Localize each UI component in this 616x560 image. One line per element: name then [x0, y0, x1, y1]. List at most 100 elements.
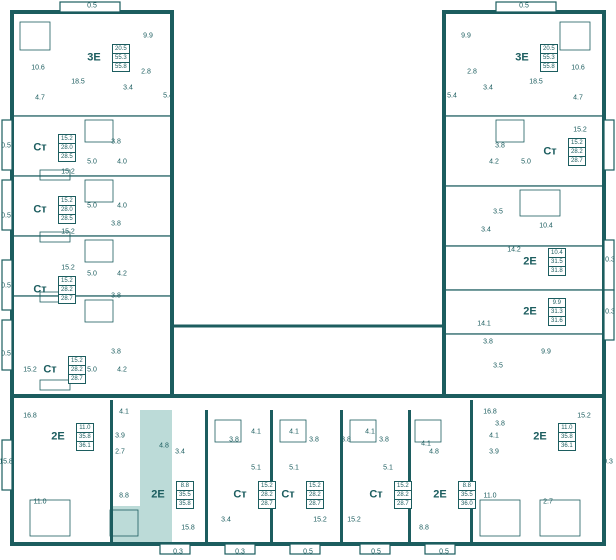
unit-type-label: 2Е [151, 488, 165, 501]
unit-area-value: 15.2 [61, 278, 73, 284]
room-area-label: 11.0 [483, 492, 497, 500]
room-area-label: 5.0 [87, 270, 97, 278]
unit-area-value: 55.3 [541, 53, 557, 61]
room-area-label: 4.8 [159, 442, 169, 450]
unit-area-value: 28.0 [59, 143, 75, 151]
unit-area-value: 55.8 [541, 62, 557, 70]
room-area-label: 4.1 [289, 428, 299, 436]
room-area-label: 3.8 [379, 436, 389, 444]
unit-type-label: 2Е [523, 255, 537, 268]
unit-area-value: 28.7 [569, 156, 585, 164]
room-area-label: 5.1 [251, 464, 261, 472]
room-area-label: 3.4 [483, 84, 493, 92]
room-area-label: 3.9 [115, 432, 125, 440]
room-area-label: 0.5 [303, 548, 313, 556]
room-area-label: 0.5 [1, 282, 11, 290]
room-area-label: 3.5 [493, 362, 503, 370]
room-area-label: 15.2 [61, 264, 75, 272]
unit-area-value: 15.2 [261, 483, 273, 489]
room-area-label: 15.2 [347, 516, 361, 524]
room-area-label: 5.0 [87, 366, 97, 374]
unit-type-label: 2Е [51, 430, 65, 443]
unit-area-value: 15.2 [61, 136, 73, 142]
room-area-label: 0.5 [439, 548, 449, 556]
room-area-label: 0.3 [235, 548, 245, 556]
room-area-label: 0.3 [605, 256, 615, 264]
room-area-label: 18.5 [71, 78, 85, 86]
unit-area-value: 10.4 [551, 250, 563, 256]
room-area-label: 5.0 [87, 202, 97, 210]
furniture [19, 21, 591, 537]
unit-area-value: 36.1 [77, 441, 93, 449]
room-area-label: 10.4 [539, 222, 553, 230]
unit-type-label: 2Е [523, 305, 537, 318]
room-area-label: 15.8 [181, 524, 195, 532]
room-area-label: 15.2 [313, 516, 327, 524]
room-area-label: 4.2 [117, 270, 127, 278]
room-area-label: 3.8 [229, 436, 239, 444]
room-area-label: 4.8 [429, 448, 439, 456]
room-area-label: 3.8 [495, 420, 505, 428]
unit-area-value: 55.8 [113, 62, 129, 70]
unit-type-label: 3Е [87, 51, 101, 64]
room-area-label: 4.1 [421, 440, 431, 448]
unit-type-label: Ст [33, 203, 47, 216]
unit-area-value: 28.2 [569, 147, 585, 155]
room-area-label: 3.8 [111, 220, 121, 228]
unit-area-value: 35.8 [77, 432, 93, 440]
room-area-label: 15.8 [0, 458, 13, 466]
room-area-label: 5.4 [163, 92, 173, 100]
unit-area-value: 20.5 [115, 46, 127, 52]
unit-area-value: 28.2 [59, 285, 75, 293]
unit-area-value: 31.8 [549, 266, 565, 274]
room-area-label: 0.5 [87, 2, 97, 10]
unit-area-value: 35.5 [459, 490, 475, 498]
room-area-label: 2.8 [141, 68, 151, 76]
unit-type-label: 3Е [515, 51, 529, 64]
unit-area-value: 35.5 [177, 490, 193, 498]
unit-type-label: Ст [33, 283, 47, 296]
room-area-label: 2.7 [115, 448, 125, 456]
room-area-label: 3.4 [221, 516, 231, 524]
room-area-label: 0.5 [1, 142, 11, 150]
room-area-label: 4.1 [489, 432, 499, 440]
room-area-label: 8.8 [419, 524, 429, 532]
room-area-label: 0.5 [371, 548, 381, 556]
room-area-label: 0.3 [603, 458, 613, 466]
room-area-label: 4.7 [35, 94, 45, 102]
unit-area-value: 31.6 [549, 316, 565, 324]
unit-area-value: 15.2 [61, 198, 73, 204]
room-area-label: 3.5 [493, 208, 503, 216]
unit-area-value: 28.2 [259, 490, 275, 498]
room-area-label: 8.8 [119, 492, 129, 500]
room-area-label: 2.7 [543, 498, 553, 506]
room-area-label: 4.2 [117, 366, 127, 374]
room-area-label: 3.8 [111, 348, 121, 356]
room-area-label: 15.2 [577, 412, 591, 420]
room-area-label: 9.9 [541, 348, 551, 356]
room-area-label: 14.1 [477, 320, 491, 328]
unit-area-value: 8.8 [462, 483, 472, 489]
room-area-label: 3.4 [123, 84, 133, 92]
room-area-label: 4.1 [251, 428, 261, 436]
room-area-label: 5.0 [521, 158, 531, 166]
room-area-label: 16.8 [23, 412, 37, 420]
room-area-label: 4.2 [489, 158, 499, 166]
room-area-label: 2.8 [467, 68, 477, 76]
unit-area-value: 28.2 [307, 490, 323, 498]
room-area-label: 18.5 [529, 78, 543, 86]
unit-area-value: 28.7 [59, 294, 75, 302]
room-area-label: 5.1 [289, 464, 299, 472]
unit-area-value: 35.8 [177, 499, 193, 507]
